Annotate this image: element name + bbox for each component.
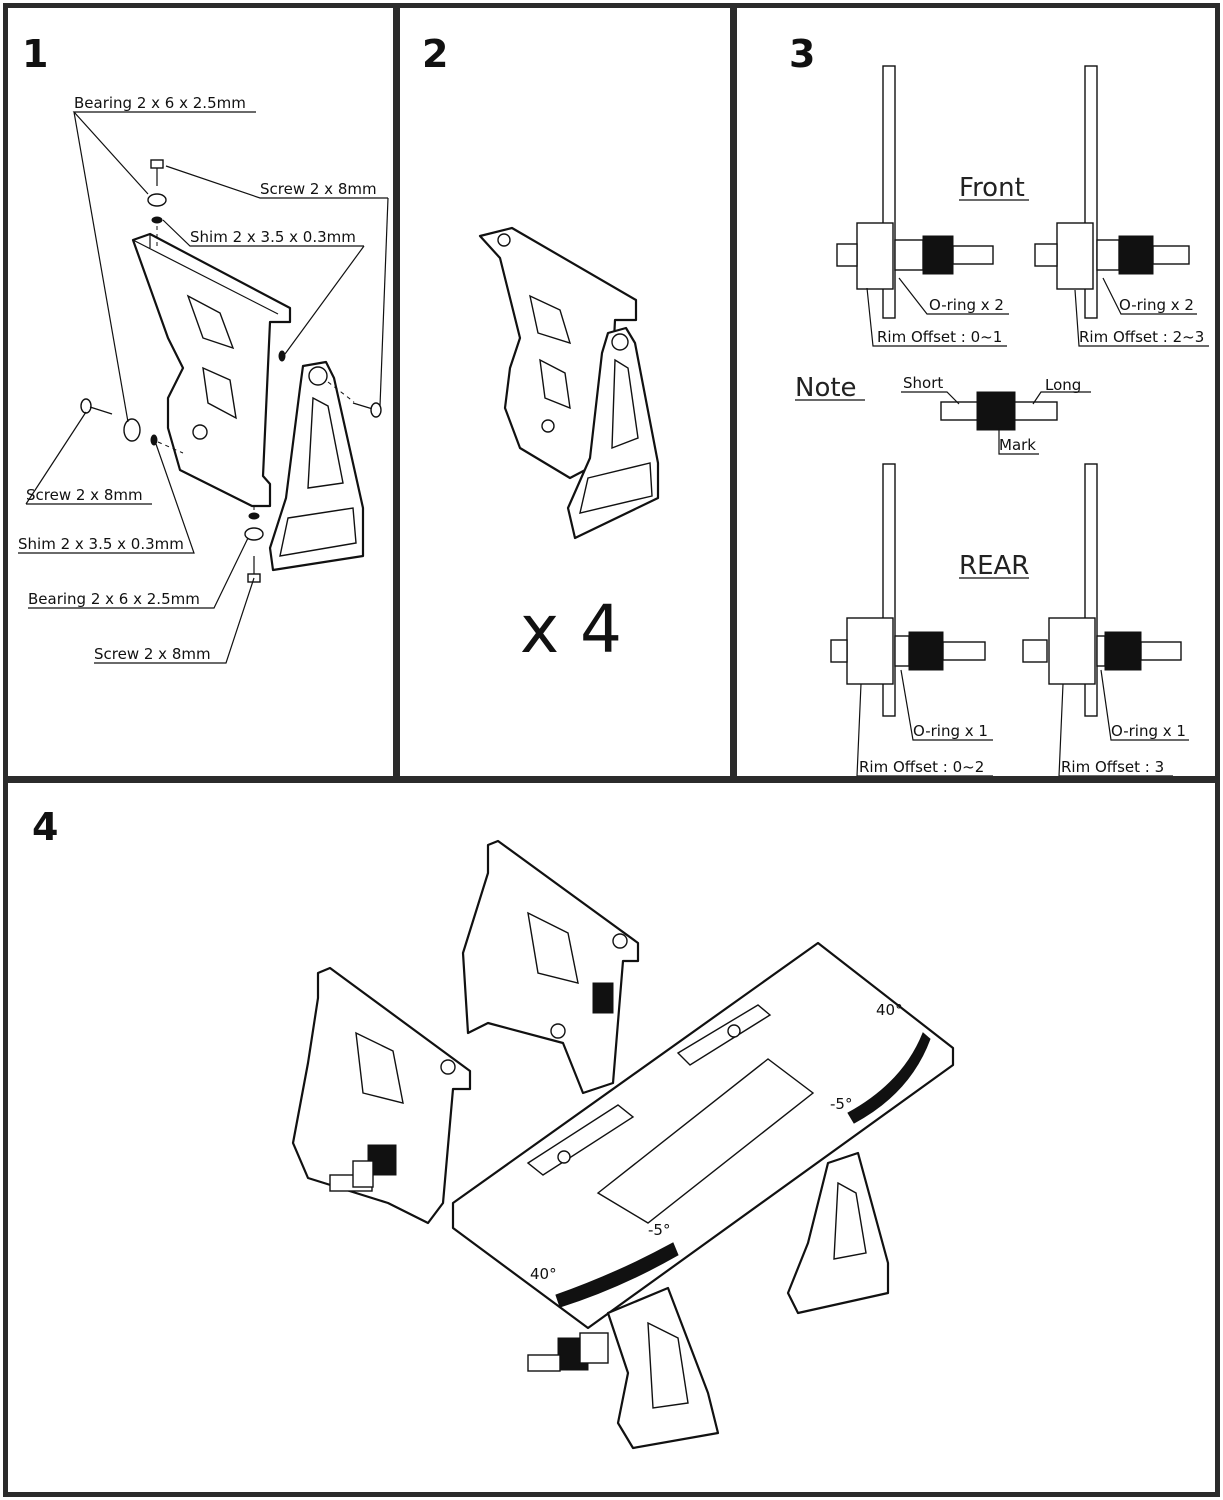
- assembly-lines: [156, 226, 355, 510]
- bearing-bottom-icon: [244, 527, 264, 541]
- upright-frame: [131, 232, 292, 508]
- svg-text:-5°: -5°: [830, 1095, 852, 1113]
- step-number: 4: [32, 805, 59, 849]
- rear-left-axle: [830, 463, 986, 717]
- label-bearing-top: Bearing 2 x 6 x 2.5mm: [74, 94, 246, 112]
- front-title: Front: [959, 173, 1025, 203]
- step-3-diagram: Front O-ring x 2 Rim Offset : 0~1 O-ring…: [795, 65, 1209, 776]
- front-upright: [527, 1286, 720, 1450]
- note-axle: [940, 391, 1058, 431]
- front-left-oring: O-ring x 2: [929, 296, 1004, 314]
- back-upright: [461, 839, 640, 1095]
- label-shim-left: Shim 2 x 3.5 x 0.3mm: [18, 535, 184, 553]
- front-left-offset: Rim Offset : 0~1: [877, 328, 1002, 346]
- step-number: 1: [22, 32, 49, 76]
- front-leaders: [866, 277, 1209, 347]
- screw-left-icon: [80, 398, 113, 415]
- label-bearing-bottom: Bearing 2 x 6 x 2.5mm: [28, 590, 200, 608]
- front-right-oring: O-ring x 2: [1119, 296, 1194, 314]
- step-number: 3: [789, 32, 816, 76]
- screw-top-icon: [150, 159, 164, 186]
- angle-scale-top: 40° -5°: [830, 1001, 931, 1124]
- note-long: Long: [1045, 376, 1081, 394]
- note-leaders: [901, 391, 1091, 455]
- label-screw-left: Screw 2 x 8mm: [26, 486, 143, 504]
- shim-top-icon: [151, 216, 163, 224]
- rear-right-axle: [1022, 463, 1182, 717]
- front-right-offset: Rim Offset : 2~3: [1079, 328, 1204, 346]
- rear-leaders: [856, 669, 1189, 776]
- step-1-diagram: Bearing 2 x 6 x 2.5mm Screw 2 x 8mm Shim…: [18, 94, 389, 664]
- step-2-panel: 2 x 4: [395, 3, 735, 781]
- label-screw-bottom: Screw 2 x 8mm: [94, 645, 211, 663]
- label-shim-top: Shim 2 x 3.5 x 0.3mm: [190, 228, 356, 246]
- angle-scale-bottom: 40° -5°: [530, 1221, 679, 1308]
- step-1-panel: 1: [3, 3, 398, 781]
- left-upright: [291, 966, 472, 1225]
- right-upright: [786, 1151, 890, 1315]
- step-2-diagram: x 4: [478, 226, 660, 668]
- note-title: Note: [795, 373, 857, 403]
- rear-title: REAR: [959, 551, 1029, 581]
- assembled-upright: [478, 226, 660, 540]
- shim-bottom-icon: [248, 512, 260, 520]
- bearing-top-icon: [147, 193, 167, 207]
- side-arm: [268, 360, 365, 572]
- step-4-panel: 4 40°: [3, 778, 1220, 1497]
- svg-text:40°: 40°: [530, 1265, 557, 1283]
- front-right-axle: [1034, 65, 1190, 319]
- step-4-diagram: 40° -5° 40° -5°: [291, 839, 955, 1450]
- rear-right-offset: Rim Offset : 3: [1061, 758, 1164, 776]
- bearing-left-icon: [123, 418, 141, 442]
- leader-lines: [18, 111, 389, 664]
- shim-left-icon: [150, 434, 158, 446]
- svg-text:40°: 40°: [876, 1001, 903, 1019]
- base-plate: [451, 941, 955, 1330]
- note-mark: Mark: [999, 436, 1036, 454]
- rear-right-oring: O-ring x 1: [1111, 722, 1186, 740]
- label-screw-top: Screw 2 x 8mm: [260, 180, 377, 198]
- svg-text:-5°: -5°: [648, 1221, 670, 1239]
- rear-left-oring: O-ring x 1: [913, 722, 988, 740]
- note-short: Short: [903, 374, 943, 392]
- step-number: 2: [422, 32, 449, 76]
- step-3-panel: 3 Front O-ring x 2 Rim Offse: [732, 3, 1220, 781]
- shim-right-icon: [278, 350, 286, 362]
- rear-left-offset: Rim Offset : 0~2: [859, 758, 984, 776]
- quantity-label: x 4: [520, 591, 622, 668]
- screw-right-icon: [352, 402, 382, 418]
- front-left-axle: [836, 65, 994, 319]
